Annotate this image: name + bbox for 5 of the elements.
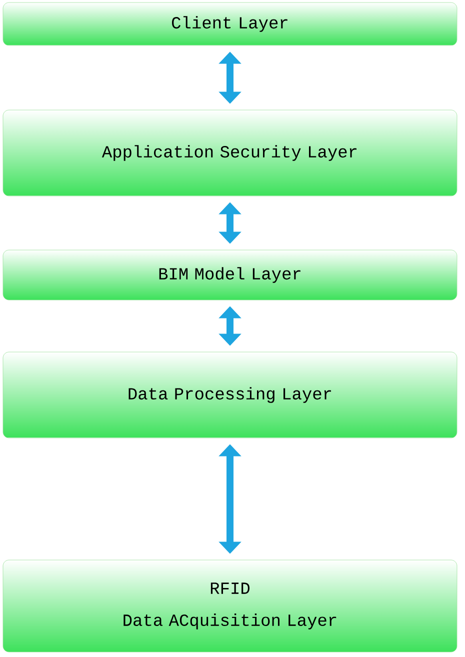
layer-box: Data Processing Layer <box>2 352 458 438</box>
layer-box: BIM Model Layer <box>2 250 458 300</box>
layer-box: RFID Data ACquisition Layer <box>2 560 458 652</box>
layer-box: Application Security Layer <box>2 110 458 196</box>
layer-box: Client Layer <box>2 2 458 46</box>
